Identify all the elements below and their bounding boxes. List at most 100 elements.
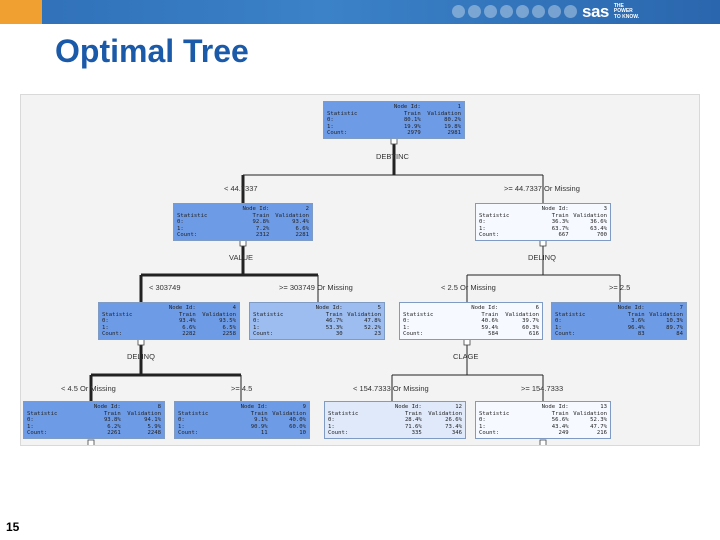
tagline-line-2: POWER (613, 8, 633, 15)
node-stat-row: 0:56.6%52.3% (479, 417, 607, 424)
dot-icon (564, 5, 577, 18)
node-id-row: Node Id:2 (242, 206, 309, 212)
node-stat-row: 1:6.6%6.5% (102, 324, 236, 331)
node-stat-row: 0:9.1%40.0% (178, 417, 306, 424)
sas-logo-tagline: THE POWER TO KNOW. (613, 2, 640, 21)
node-stat-row: 1:96.4%89.7% (555, 324, 683, 331)
edge-label: >= 44.7337 Or Missing (504, 184, 580, 193)
edge-label: >= 154.7333 (521, 384, 564, 393)
dot-icon (548, 5, 561, 18)
header-band (0, 0, 720, 24)
node-stat-row: 0:80.1%80.2% (327, 117, 461, 124)
node-stat-row: 0:3.6%10.3% (555, 318, 683, 325)
edge-label: < 154.7333 Or Missing (353, 384, 429, 393)
node-id-row: Node Id:3 (541, 206, 607, 212)
node-stat-row: 1:43.4%47.7% (479, 423, 607, 430)
node-stat-row: 1:53.3%52.2% (253, 324, 381, 331)
dot-icon (468, 5, 481, 18)
edge-label: < 4.5 Or Missing (61, 384, 116, 393)
split-variable-label: CLAGE (453, 352, 479, 361)
decorative-dots (452, 5, 577, 19)
tagline-line-1: THE (613, 2, 624, 9)
node-id-row: Node Id:5 (315, 305, 381, 311)
page-title: Optimal Tree (55, 33, 249, 69)
split-variable-label: VALUE (229, 253, 254, 262)
orange-accent-block (0, 0, 42, 24)
split-variable-label: DEBTINC (376, 152, 409, 161)
edge-label: < 2.5 Or Missing (441, 283, 496, 292)
node-id-row: Node Id:7 (617, 305, 683, 311)
sas-logo-word: sas (582, 2, 609, 21)
node-stat-row: 1:6.2%5.9% (27, 423, 161, 430)
sas-logo: sas THE POWER TO KNOW. (582, 2, 640, 21)
node-stat-row: 1:7.2%6.6% (177, 225, 309, 232)
node-id-row: Node Id:4 (168, 305, 236, 311)
node-stat-row: 0:93.4%93.5% (102, 318, 236, 325)
node-stat-row: 1:90.9%60.0% (178, 423, 306, 430)
edge-label: >= 303749 Or Missing (279, 283, 353, 292)
dot-icon (532, 5, 545, 18)
split-variable-label: DELINQ (127, 352, 155, 361)
node-stat-row: 0:40.6%39.7% (403, 318, 539, 325)
page-number: 15 (6, 520, 20, 534)
node-stat-row: 0:28.4%26.6% (328, 417, 462, 424)
node-id-row: Node Id:6 (471, 305, 539, 311)
dot-icon (452, 5, 465, 18)
node-id-row: Node Id:8 (93, 404, 161, 410)
node-stat-row: 1:63.7%63.4% (479, 225, 607, 232)
node-id-row: Node Id:9 (240, 404, 306, 410)
split-variable-label: DELINQ (528, 253, 556, 262)
edge-label: >= 4.5 (231, 384, 253, 393)
node-stat-row: 0:93.8%94.1% (27, 417, 161, 424)
node-stat-row: 1:19.9%19.8% (327, 123, 461, 130)
tree-connectors (87, 137, 621, 445)
node-id-row: Node Id:12 (394, 404, 462, 410)
dot-icon (484, 5, 497, 18)
node-stat-row: 0:36.3%36.6% (479, 219, 607, 226)
edge-label: < 44.7337 (224, 184, 258, 193)
node-stat-row: 1:59.4%60.3% (403, 324, 539, 331)
node-stat-row: 1:71.6%73.4% (328, 423, 462, 430)
edge-label: < 303749 (149, 283, 181, 292)
dot-icon (516, 5, 529, 18)
node-id-row: Node Id:1 (393, 104, 461, 110)
node-stat-row: 0:46.7%47.8% (253, 318, 381, 325)
node-stat-row: 0:92.8%93.4% (177, 219, 309, 226)
tagline-line-3: TO KNOW. (613, 13, 640, 20)
dot-icon (500, 5, 513, 18)
